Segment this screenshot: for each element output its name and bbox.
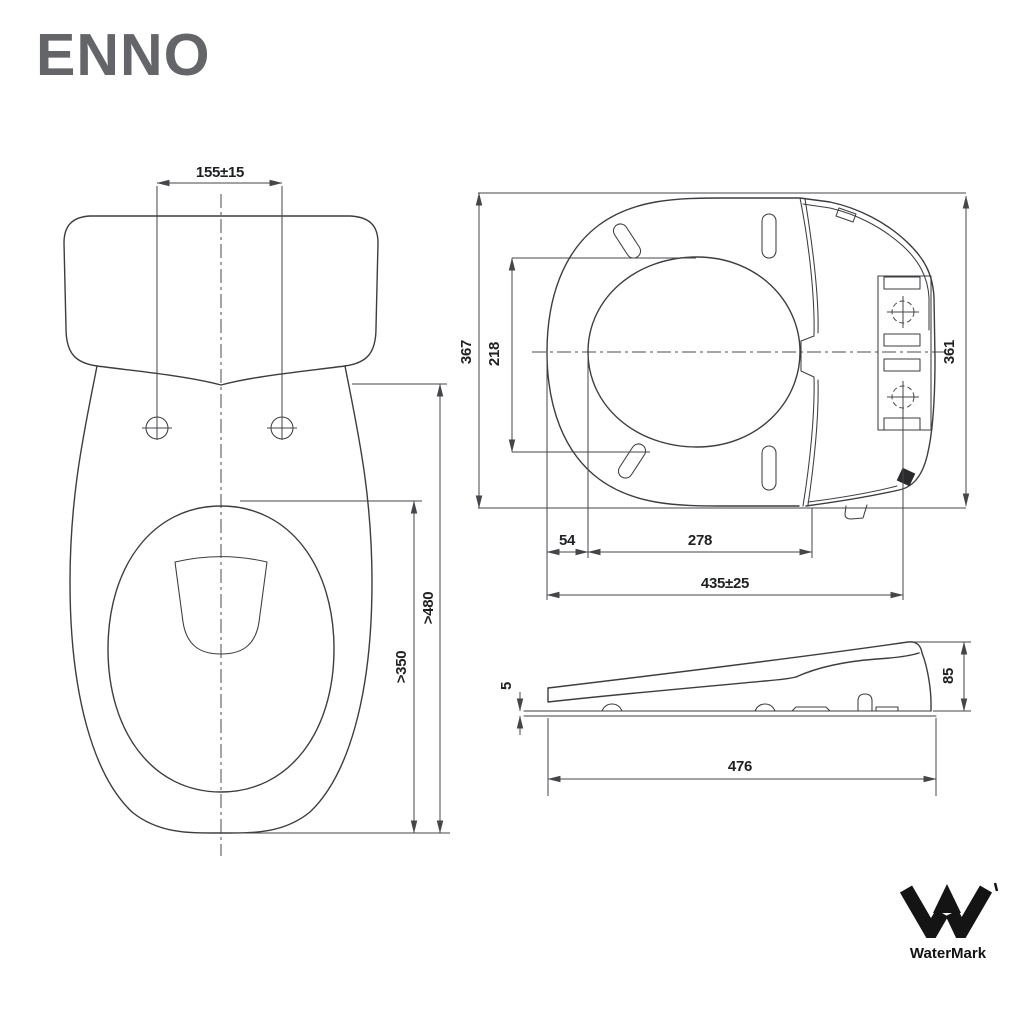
toilet-top-view: 155±15 >480 >350	[63, 164, 450, 856]
control-unit-inner-edge	[802, 203, 930, 331]
control-unit-outline	[799, 197, 936, 507]
dim-side-length: 476	[728, 758, 752, 775]
brand-logo: ENNO	[36, 22, 211, 88]
watermark-arrow	[933, 884, 961, 913]
power-connector	[896, 467, 916, 487]
cistern-outline	[63, 215, 379, 386]
back-profile	[921, 652, 932, 712]
bowl-rim-inner	[107, 505, 335, 793]
unit-foot-detail	[875, 706, 899, 712]
dim-min-length: >480	[420, 592, 437, 625]
lid-top-profile	[547, 641, 923, 689]
watermark-right-stroke	[945, 885, 993, 948]
unit-hump-profile	[795, 652, 920, 678]
mount-hole-bottom-cross	[887, 381, 919, 413]
drain-tab	[844, 504, 868, 520]
bracket-tab	[883, 358, 921, 372]
mount-bracket	[877, 275, 932, 431]
seat-opening	[587, 256, 801, 448]
dim-opening-width: 218	[486, 342, 503, 366]
rubber-foot	[754, 703, 776, 712]
watermark-left-stroke	[899, 885, 949, 946]
bracket-tab	[883, 276, 921, 290]
bracket-tab	[883, 333, 921, 347]
seat-slot-bottom-right	[761, 445, 777, 491]
dim-overall-length: 435±25	[701, 575, 749, 592]
front-underside-profile	[547, 676, 797, 703]
dim-base-gap: 5	[498, 682, 515, 690]
watermark-w-arrow-icon	[899, 882, 999, 948]
seat-side-view: 5 85 476	[498, 641, 971, 796]
mount-hole-top-cross	[887, 296, 919, 328]
dim-opening-length: 278	[688, 532, 712, 549]
base-pad	[791, 706, 831, 712]
hose-port	[857, 693, 873, 712]
dim-overall-width: 367	[458, 340, 475, 364]
seat-slot-top-left	[612, 223, 642, 259]
dim-hinge-spacing: 155±15	[196, 164, 244, 181]
seat-seam-inner	[804, 198, 819, 506]
dim-min-bowl-length: >350	[393, 651, 410, 684]
dim-tip-to-opening: 54	[559, 532, 576, 549]
bowl-outline	[69, 365, 373, 834]
seat-ring-outline	[546, 197, 800, 507]
control-unit-bottom-inner	[807, 485, 898, 503]
seat-slot-bottom-left	[617, 443, 647, 479]
bracket-tab	[883, 417, 921, 431]
trademark-tick	[993, 882, 999, 892]
water-spot	[174, 556, 268, 655]
lid-clip-bump	[835, 207, 857, 223]
watermark-label: WaterMark	[909, 945, 987, 962]
dim-back-height: 85	[940, 668, 957, 684]
dim-body-side-width: 361	[941, 340, 958, 364]
seat-top-view: 367 218 361 54 278 435±25	[458, 192, 970, 600]
seat-seam	[799, 197, 815, 507]
seat-slot-top-right	[761, 213, 777, 259]
rubber-foot	[601, 703, 623, 712]
watermark-certification: WaterMark	[888, 880, 1008, 962]
